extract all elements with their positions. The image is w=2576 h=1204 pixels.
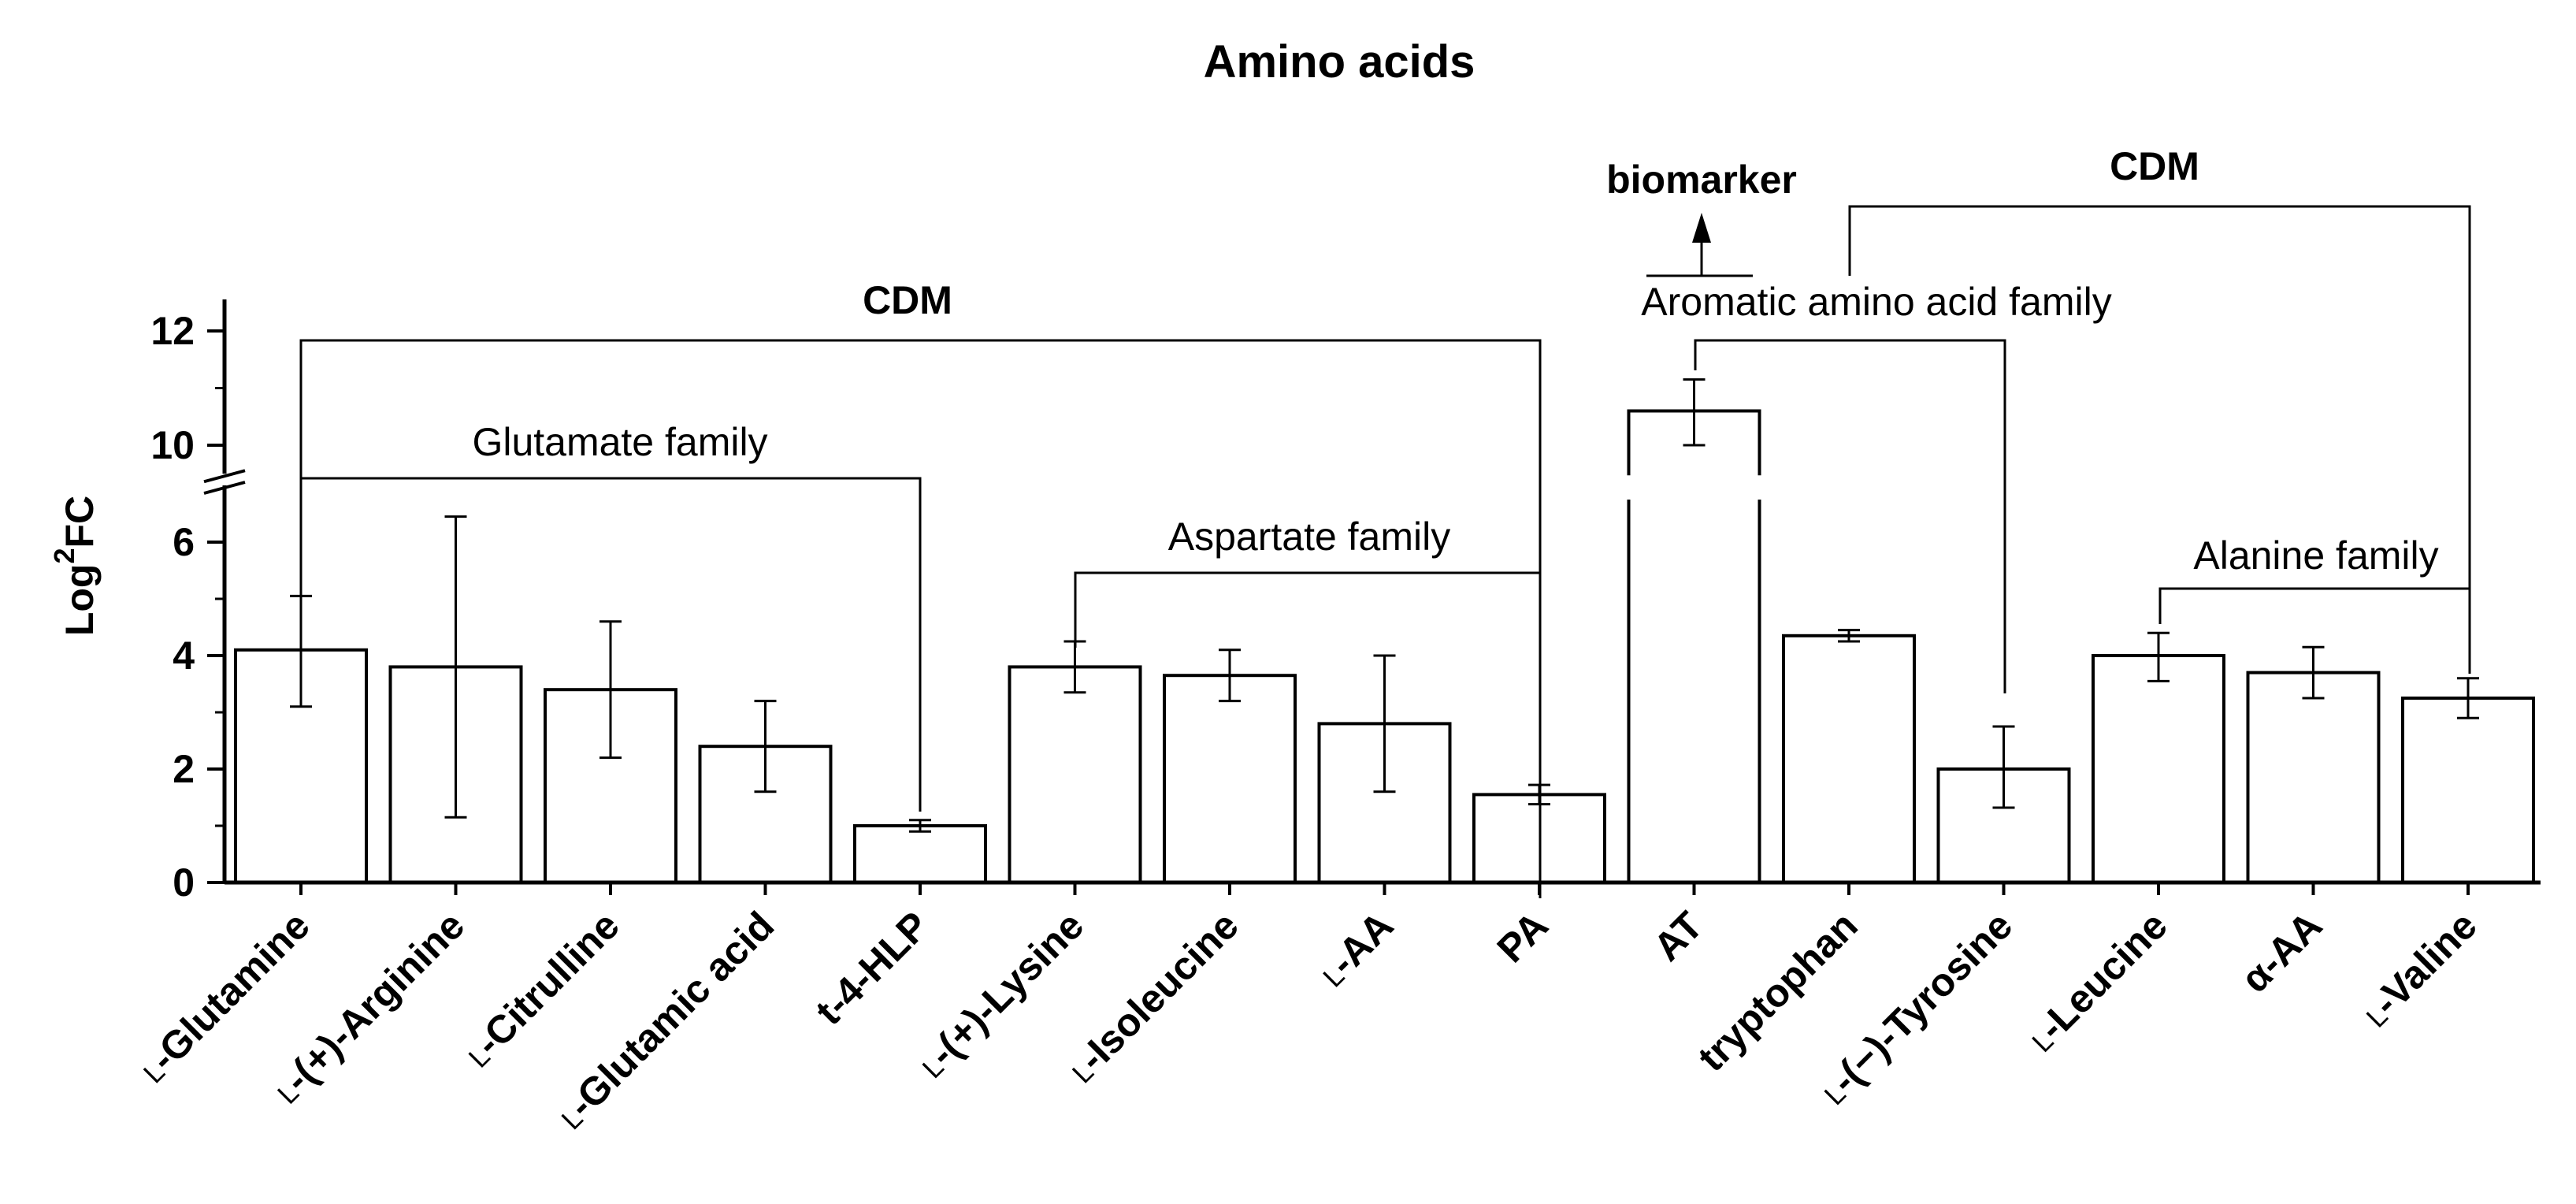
bracket-aspartate-family <box>1074 571 1540 648</box>
y-tick-label: 6 <box>173 520 195 564</box>
y-tick-labels: 0 2 4 6 10 12 <box>150 309 195 905</box>
x-tick-label: α-AA <box>2233 903 2330 1001</box>
y-axis-label-base: Log <box>58 564 102 637</box>
x-tick-labels: L-GlutamineL-(+)-ArginineL-CitrullineL-G… <box>137 903 2485 1135</box>
x-tick-label-name: -Leucine <box>2030 903 2176 1049</box>
x-tick-label: L-AA <box>1310 903 1402 995</box>
y-tick-label: 10 <box>150 423 195 467</box>
x-tick-label-name: -Valine <box>2364 903 2485 1024</box>
y-tick-label: 12 <box>150 309 195 353</box>
annotations: CDM Glutamate family Aspartate family bi… <box>472 144 2438 578</box>
x-tick-label-name: PA <box>1489 903 1557 971</box>
y-tick-label: 0 <box>173 860 195 905</box>
x-tick-label: AT <box>1645 903 1711 969</box>
y-axis-label: Log2FC <box>48 496 102 636</box>
biomarker-arrow-head <box>1692 213 1711 243</box>
family-brackets <box>299 205 2471 898</box>
error-bars <box>290 378 2479 833</box>
annotation-aromatic-family: Aromatic amino acid family <box>1641 280 2111 324</box>
error-bar <box>1219 648 1241 703</box>
annotation-alanine-family: Alanine family <box>2193 533 2438 578</box>
error-bar <box>2147 631 2170 682</box>
x-tick-label: L-Valine <box>2353 903 2485 1035</box>
x-tick-label-name: -(+)-Lysine <box>920 903 1092 1075</box>
x-tick-label: L-Leucine <box>2019 903 2176 1060</box>
error-bar <box>909 819 931 833</box>
bar <box>2246 671 2381 884</box>
annotation-biomarker: biomarker <box>1606 158 1797 202</box>
error-bar <box>1373 654 1396 793</box>
bar <box>2401 697 2535 884</box>
y-tick-label: 4 <box>173 634 195 678</box>
x-tick-label-name: α-AA <box>2233 903 2330 1001</box>
axes <box>203 299 2541 895</box>
x-tick-label: PA <box>1489 903 1557 971</box>
x-tick-label: L-(+)-Lysine <box>909 903 1092 1086</box>
chart-title: Amino acids <box>1204 36 1475 87</box>
x-tick-label-name: -Citrulline <box>466 903 628 1065</box>
bar <box>1008 665 1142 885</box>
annotation-glutamate-family: Glutamate family <box>472 420 767 464</box>
error-bar <box>1683 378 1706 447</box>
bar-lower <box>1627 500 1761 883</box>
error-bar <box>1838 629 1860 643</box>
error-bar <box>2457 677 2479 719</box>
error-bar <box>1992 725 2015 809</box>
bracket-alanine-family <box>2158 587 2470 624</box>
axis-break-mark <box>203 481 246 495</box>
x-tick-label-name: AT <box>1645 903 1711 969</box>
x-tick-label: L-Citrulline <box>455 903 628 1076</box>
bar <box>1163 674 1297 884</box>
y-axis-label-superscript: 2 <box>48 548 80 563</box>
x-tick-label: t-4-HLP <box>807 903 937 1033</box>
error-bar <box>2302 645 2325 700</box>
bracket-cdm-left <box>299 339 1542 898</box>
bar <box>2092 654 2225 884</box>
x-tick-label-name: -Isoleucine <box>1070 903 1246 1080</box>
annotation-aspartate-family: Aspartate family <box>1168 515 1450 559</box>
y-axis-label-rest: FC <box>58 496 102 548</box>
x-tick-label-name: t-4-HLP <box>807 903 937 1033</box>
y-tick-label: 2 <box>173 747 195 791</box>
bracket-glutamate-family <box>299 477 922 812</box>
bar <box>698 745 833 885</box>
bar <box>1782 634 1916 884</box>
bar <box>853 824 987 884</box>
annotation-cdm-right: CDM <box>2110 144 2199 188</box>
bars <box>234 409 2535 885</box>
error-bar <box>754 700 777 793</box>
bracket-aromatic-family <box>1694 339 2006 693</box>
axis-break-mark <box>203 469 246 484</box>
error-bar <box>444 515 467 819</box>
bracket-cdm-right <box>1848 205 2471 674</box>
error-bar <box>599 620 622 760</box>
annotation-cdm-left: CDM <box>863 278 952 322</box>
